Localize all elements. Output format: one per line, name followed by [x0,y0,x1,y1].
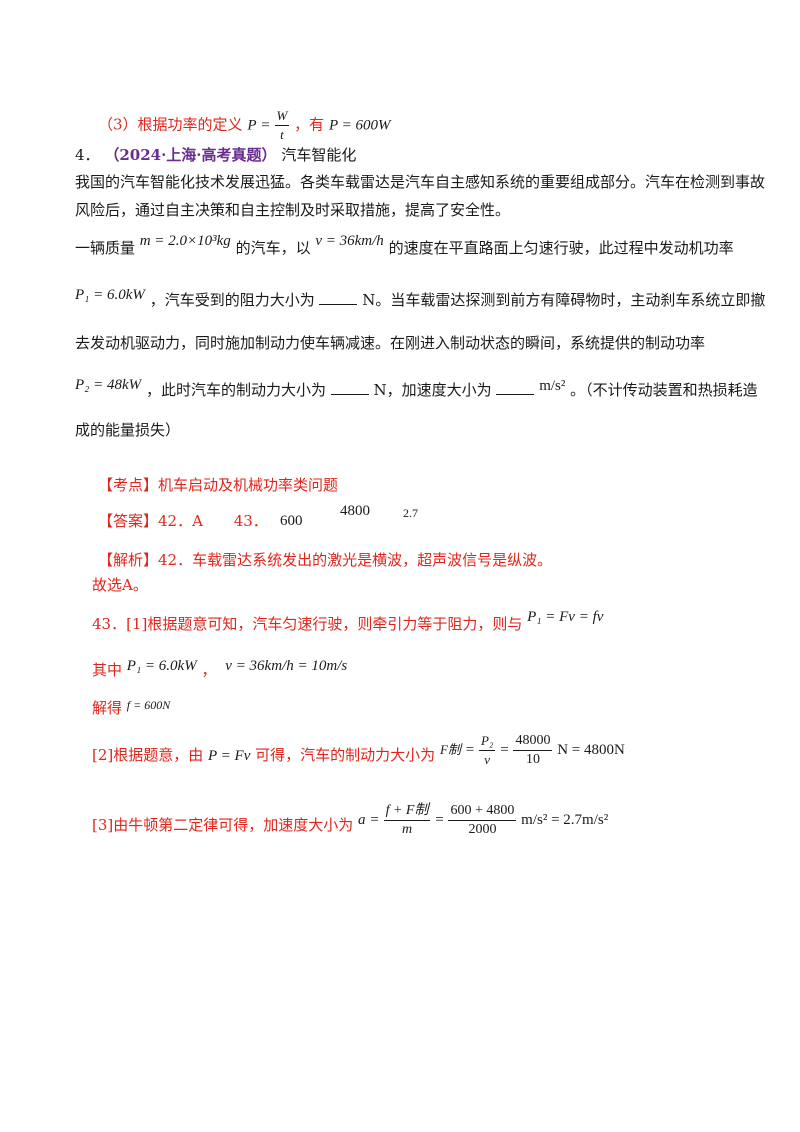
l3-text-c: 的速度在平直路面上匀速行驶，此过程中发动机功率 [388,239,734,257]
l6-text-c: 。（不计传动装置和热损耗造 [570,381,758,399]
question-number: 4． [75,146,100,164]
question-line4: P₁ = 6.0kW ，汽车受到的阻力大小为 N。当车载雷达探测到前方有障碍物时… [75,287,766,311]
kaodian-line: 【考点】机车启动及机械功率类问题 [98,475,338,495]
s1-text: 43．[1]根据题意可知，汽车匀速行驶，则牵引力等于阻力，则与 [92,615,523,633]
s4-result: N = 4800N [557,742,625,758]
acc-unit: m/s² [539,378,566,394]
answer-blank-1[interactable] [319,290,358,305]
step3-num: W [274,107,290,126]
question-header: 4． （2024·上海·高考真题） 汽车智能化 [75,145,356,165]
step3-line: （3）根据功率的定义 P = W t ，有 P = 600W [98,107,391,144]
l3-text-b: 的汽车，以 [235,239,311,257]
step3-mid: ，有 [294,115,325,134]
mass-formula: m = 2.0×10³kg [139,233,231,249]
step3-den: t [280,127,284,142]
question-line3: 一辆质量 m = 2.0×10³kg 的汽车，以 v = 36km/h 的速度在… [75,233,734,259]
question-source: （2024·上海·高考真题） [104,146,277,164]
s4-num-2: 48000 [513,732,553,751]
l4-text-a: ，汽车受到的阻力大小为 [149,291,315,309]
s5-den-2: 2000 [468,821,497,837]
para1-line1: 我国的汽车智能化技术发展迅猛。各类车载雷达是汽车自主感知系统的重要组成部分。汽车… [75,173,766,191]
step3-result: P = 600W [328,117,391,134]
question-line7: 成的能量损失） [75,421,181,439]
solution-line2: 其中 P₁ = 6.0kW ， v = 36km/h = 10m/s [92,658,348,681]
s4-equation: F制 = P₂ v = 48000 10 N = 4800N [439,732,625,767]
s2-formula-1: P₁ = 6.0kW [126,658,197,674]
l4-text-b: N。当车载雷达探测到前方有障碍物时，主动刹车系统立即撤 [362,291,766,309]
answer-blank-3[interactable] [496,380,535,395]
s5-den-1: m [401,821,413,837]
s5-frac-2: 600 + 4800 2000 [448,802,517,839]
s4-text: [2]根据题意，由 [92,746,204,764]
step3-lhs: P [247,117,257,134]
s3-text: 解得 [92,699,123,717]
s3-formula: f = 600N [126,698,171,712]
p2-formula: P₂ = 48kW [75,377,142,393]
answer-blank-2[interactable] [330,380,369,395]
speed-formula: v = 36km/h [315,233,384,249]
s4-text2: 可得，汽车的制动力大小为 [255,746,436,764]
s5-num-2: 600 + 4800 [448,802,517,821]
solution-line5: [3]由牛顿第二定律可得，加速度大小为 a = f + F制 m = 600 +… [92,802,609,846]
s2-sep: ， [201,661,217,679]
l6-text-a: ，此时汽车的制动力大小为 [145,381,326,399]
s4-den-1: v [484,751,491,767]
answer-value-3: 2.7 [403,506,418,520]
daan-line: 【答案】42．A 43． [98,511,268,531]
jiexi-text: 42．车载雷达系统发出的激光是横波，超声波信号是纵波。 [158,551,553,569]
kaodian-label: 【考点】 [98,476,159,494]
para1-line2: 风险后，通过自主决策和自主控制及时采取措施，提高了安全性。 [75,201,511,219]
step3-fraction: W t [274,107,290,144]
daan-a: 42．A [158,512,203,530]
s4-num-1: P₂ [478,732,496,751]
s1-formula: P₁ = Fv = fv [527,609,604,625]
s5-equation: a = f + F制 m = 600 + 4800 2000 m/s² = 2.… [358,802,609,837]
jiexi-label: 【解析】 [98,551,159,569]
solution-line4: [2]根据题意，由 P = Fv 可得，汽车的制动力大小为 F制 = P₂ v … [92,732,625,776]
solution-line1: 43．[1]根据题意可知，汽车匀速行驶，则牵引力等于阻力，则与 P₁ = Fv … [92,609,603,635]
s4-lhs: F制 [439,742,461,757]
s4-frac-1: P₂ v [478,732,496,769]
question-line5: 去发动机驱动力，同时施加制动力使车辆减速。在刚进入制动状态的瞬间，系统提供的制动… [75,334,706,352]
s4-den-2: 10 [525,751,540,767]
s4-frac-2: 48000 10 [513,732,553,769]
s2-text: 其中 [92,661,123,679]
question-title: 汽车智能化 [281,146,357,164]
question-line6: P₂ = 48kW ，此时汽车的制动力大小为 N，加速度大小为 m/s² 。（不… [75,377,758,401]
s4-formula: P = Fv [208,748,251,764]
l6-text-b: N，加速度大小为 [373,381,492,399]
s5-frac-1: f + F制 m [383,802,431,839]
s5-text: [3]由牛顿第二定律可得，加速度大小为 [92,816,354,834]
kaodian-text: 机车启动及机械功率类问题 [158,476,339,494]
s5-num-1: f + F制 [383,802,431,821]
daan-b: 43． [233,512,268,530]
answer-value-1: 600 [280,513,303,529]
l3-text-a: 一辆质量 [75,239,136,257]
daan-label: 【答案】 [98,512,159,530]
answer-value-2: 4800 [340,503,370,519]
solution-line3: 解得 f = 600N [92,698,170,719]
s2-formula-2: v = 36km/h = 10m/s [225,658,348,674]
jiexi-line: 【解析】42．车载雷达系统发出的激光是横波，超声波信号是纵波。 [98,550,552,570]
p1-formula: P₁ = 6.0kW [75,287,145,303]
s5-result: m/s² = 2.7m/s² [521,812,609,828]
choose-line: 故选A。 [92,576,148,594]
step3-prefix: （3）根据功率的定义 [98,115,243,134]
s5-lhs: a [358,812,366,828]
